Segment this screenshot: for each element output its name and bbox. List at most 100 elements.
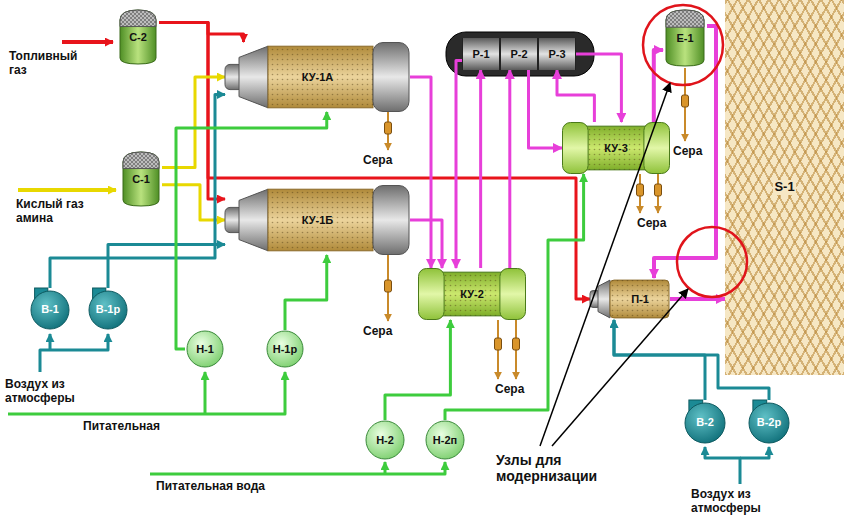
feed-water-line [384,462,387,474]
highlight-circle [677,227,747,297]
pump-part [267,331,303,367]
boiler-part [268,189,373,251]
feed-pump: Н-2п [425,420,465,460]
equipment-tag: Н-2п [432,434,458,447]
waste-heat-boiler: КУ-1Б [225,185,410,255]
pipe-connector [456,60,462,268]
waste-heat-boiler: КУ-1А [225,42,410,112]
blower-part [89,291,127,329]
cond-part [500,269,526,320]
separator-vessel: С-2 [117,8,159,66]
boiler-part [268,189,373,251]
air-blower: В-1 [28,288,72,330]
product-label: Сера [636,217,667,231]
pointer-arrow [552,289,688,446]
air-inlet-line [705,447,740,484]
air-inlet-line [49,334,52,350]
incin-part [610,280,669,318]
cond-part [584,126,649,170]
vessel-part [666,10,704,27]
boiler-part [373,186,409,255]
pump-part [426,421,464,459]
pipe-connector [557,70,594,122]
equipment-tag: Е-1 [675,32,694,45]
cond-part [440,272,505,316]
stream-label: Воздух из атмосферы [690,488,802,516]
equipment-tag: В-1р [95,303,121,316]
pipe-connector [385,320,450,420]
pipe-connector [159,23,244,43]
reactor-section: Р-2 [500,38,538,70]
stream-label: Питательная вода [155,480,266,494]
equipment-tag: П-1 [630,293,650,306]
stream-label: Питательная [82,420,161,434]
blower-part [749,403,789,443]
pipe-connector [508,70,511,268]
stream-label: Кислый газ амина [15,198,112,226]
blower-part [31,291,69,329]
stack: S-1 [725,0,844,375]
equipment-tag: Н-1 [195,343,215,356]
equipment-tag: КУ-2 [459,288,485,301]
boiler-part [239,46,268,108]
sulfur-seal [655,184,662,196]
equipment-tag: Р-1 [471,48,490,61]
feed-pump: Н-1 [185,330,225,368]
pipe-connector [576,54,621,122]
equipment-tag: Р-2 [509,48,528,61]
pipe-connector [108,245,225,289]
vessel-part [120,10,156,64]
fuel-gas-inlet [62,40,113,44]
incin-part [610,280,669,318]
reactor-shell [446,32,594,76]
condenser: КУ-3 [562,122,670,174]
coalescer-vessel: Е-1 [663,8,707,68]
separator-vessel: С-1 [120,150,162,208]
vessel-part [123,152,159,206]
pipe-connector [410,77,431,268]
product-label: Сера [362,325,393,339]
cond-part [584,126,649,170]
equipment-tag: КУ-3 [603,142,629,155]
equipment-tag: С-2 [128,31,148,44]
equipment-tag: Н-2 [375,434,395,447]
feed-water-line [150,462,445,474]
product-label: Сера [494,383,525,397]
air-inlet-line [740,447,769,458]
boiler-part [373,43,409,112]
stream-label: Топливный газ [8,50,90,78]
pipe-connector [50,95,225,289]
pipe-connector [670,297,725,301]
reactor-section: Р-3 [538,38,576,70]
cond-part [419,269,445,320]
product-label: Сера [362,154,393,168]
pipe-connector [479,70,482,268]
sulfur-seal [682,95,689,107]
air-inlet-line [40,334,108,372]
sulfur-seal [495,338,502,350]
callout-label: Узлы для модернизации [495,452,627,484]
sulfur-seal [385,280,392,292]
air-blower: В-2 [682,400,728,444]
pipe-connector [614,320,705,400]
sulfur-drains [385,68,689,379]
feed-pump: Н-1р [265,330,305,368]
cond-part [644,123,670,174]
vessel-part [123,152,159,169]
product-label: Сера [672,145,703,159]
pump-part [187,331,223,367]
cond-part [563,123,589,174]
sulfur-seal [385,122,392,134]
pipe-connector [410,220,442,268]
equipment-tag: S-1 [773,180,795,195]
boiler-part [268,46,373,108]
pipe-connector [654,50,663,122]
boiler-part [268,46,373,108]
equipment-tag: В-2р [756,416,782,429]
pointer-arrow [540,83,670,446]
air-blower: В-1р [86,288,130,330]
